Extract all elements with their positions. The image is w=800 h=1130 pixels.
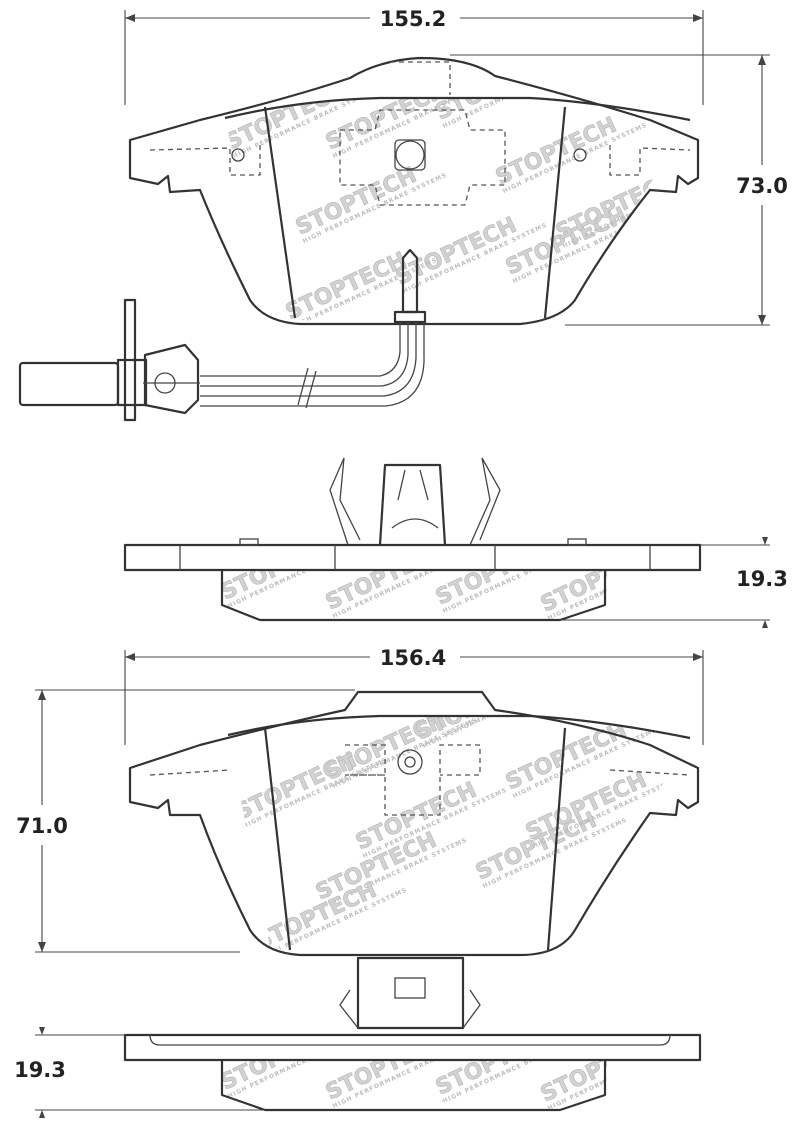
outer-width-label: 155.2 xyxy=(380,7,446,31)
outer-pad-front-view: STOPTECH HIGH PERFORMANCE BRAKE SYSTEMS xyxy=(128,56,700,326)
dimension-inner-height: 71.0 xyxy=(16,689,355,953)
watermark-pattern xyxy=(222,1060,607,1112)
watermark-pattern xyxy=(231,716,679,956)
wear-sensor xyxy=(18,248,427,422)
outer-pad-side-view xyxy=(123,457,702,622)
dimension-inner-width: 156.4 xyxy=(124,646,704,745)
watermark-brand: STOPTECH xyxy=(292,163,421,241)
dimension-outer-thickness: 19.3 xyxy=(560,537,788,628)
dimension-outer-width: 155.2 xyxy=(124,7,704,105)
outer-height-label: 73.0 xyxy=(736,174,788,198)
inner-pad-front-view xyxy=(128,690,700,957)
watermark-pattern xyxy=(222,570,607,622)
watermark-pattern: STOPTECH HIGH PERFORMANCE BRAKE SYSTEMS xyxy=(225,98,690,326)
inner-width-label: 156.4 xyxy=(380,646,446,670)
outer-thickness-label: 19.3 xyxy=(736,567,788,591)
dimension-inner-thickness: 19.3 xyxy=(14,1027,265,1118)
inner-thickness-label: 19.3 xyxy=(14,1058,66,1082)
inner-height-label: 71.0 xyxy=(16,814,68,838)
inner-pad-side-view xyxy=(123,956,702,1112)
dimension-outer-height: 73.0 xyxy=(450,54,788,326)
